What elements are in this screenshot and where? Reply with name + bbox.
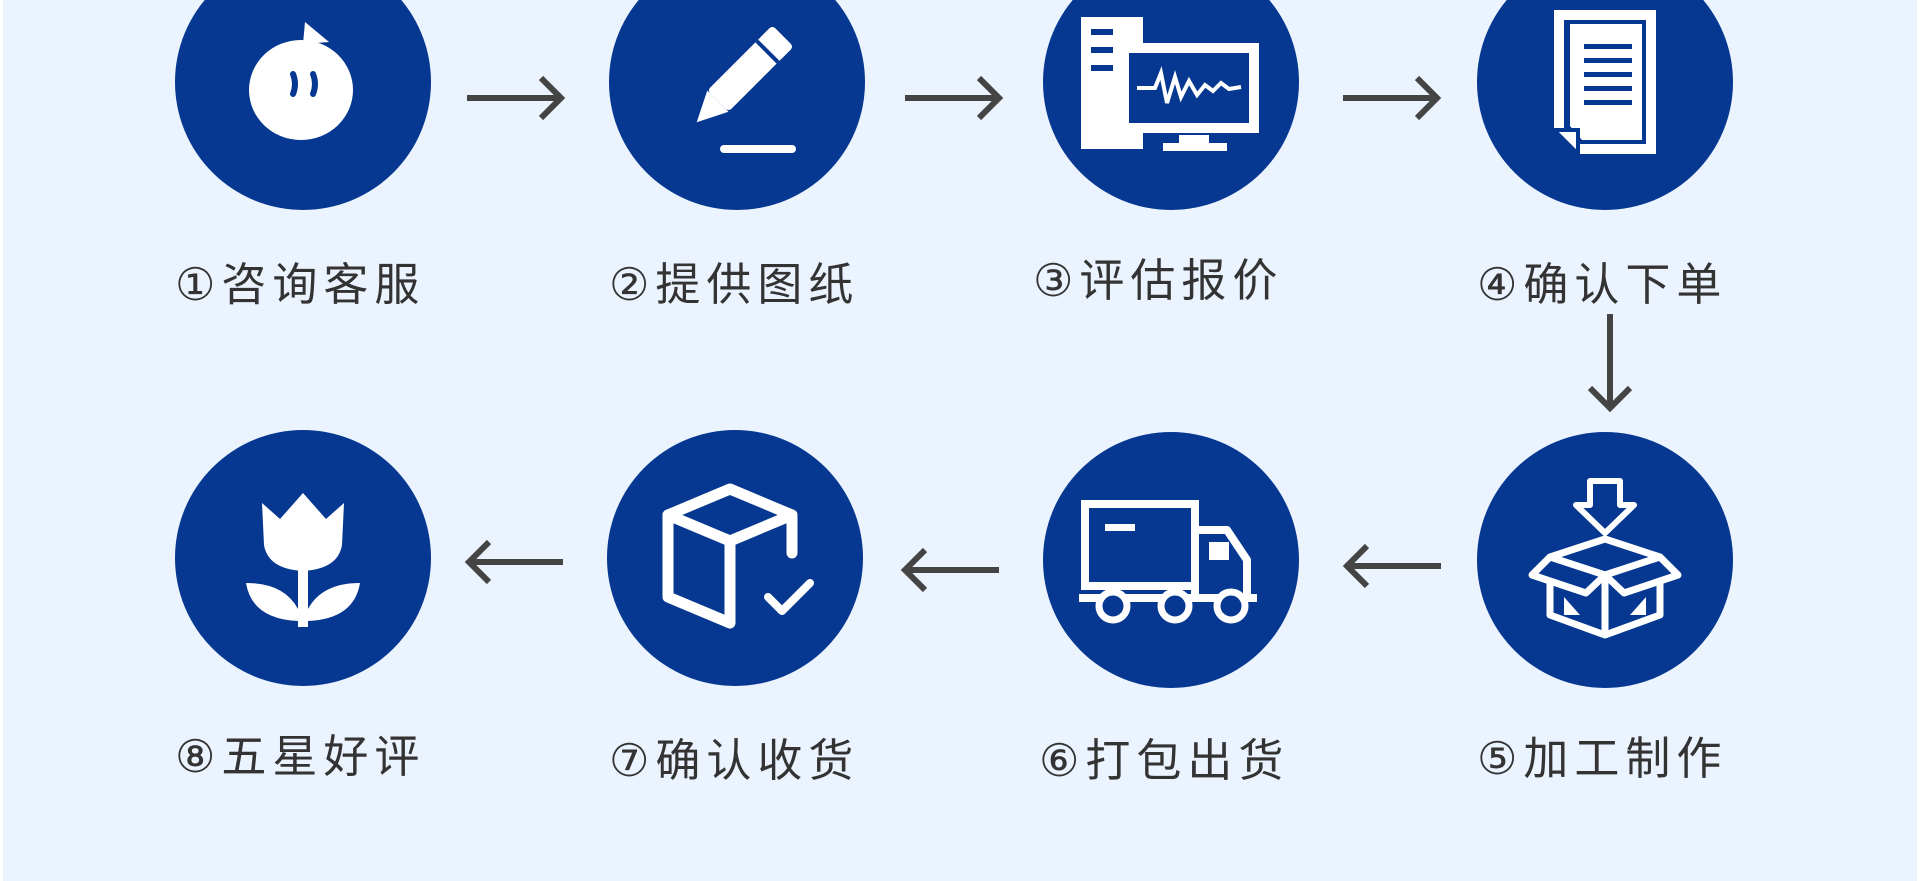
arrow-left-icon [900, 547, 999, 593]
arrow-right-icon [467, 75, 566, 121]
arrow-left-icon [464, 539, 563, 585]
step-5-circle [1477, 432, 1733, 688]
step-5-label: ⑤加工制作 [1477, 732, 1728, 785]
arrow-left-icon [1342, 543, 1441, 589]
arrow-down-icon [1587, 314, 1633, 413]
box-download-icon [1528, 478, 1682, 639]
step-2-circle [609, 0, 865, 210]
truck-icon [1079, 500, 1257, 624]
step-7-label: ⑦确认收货 [609, 734, 860, 787]
step-8-label: ⑧五星好评 [175, 730, 426, 783]
step-4-label: ④确认下单 [1477, 258, 1728, 311]
computer-monitor-icon [1081, 17, 1259, 151]
tulip-icon [246, 493, 360, 627]
step-1-label: ①咨询客服 [175, 258, 426, 311]
step-6-label: ⑥打包出货 [1039, 734, 1290, 787]
document-icon [1549, 10, 1656, 159]
step-8-circle [175, 430, 431, 686]
box-check-icon [662, 483, 814, 629]
step-4-circle [1477, 0, 1733, 210]
step-3-label: ③评估报价 [1033, 254, 1284, 307]
pencil-icon [696, 27, 796, 153]
step-6-circle [1043, 432, 1299, 688]
step-1-circle [175, 0, 431, 210]
chat-bubble-icon [249, 22, 353, 140]
step-7-circle [607, 430, 863, 686]
step-2-label: ②提供图纸 [609, 258, 860, 311]
arrow-right-icon [905, 75, 1004, 121]
arrow-right-icon [1343, 75, 1442, 121]
step-3-circle [1043, 0, 1299, 210]
